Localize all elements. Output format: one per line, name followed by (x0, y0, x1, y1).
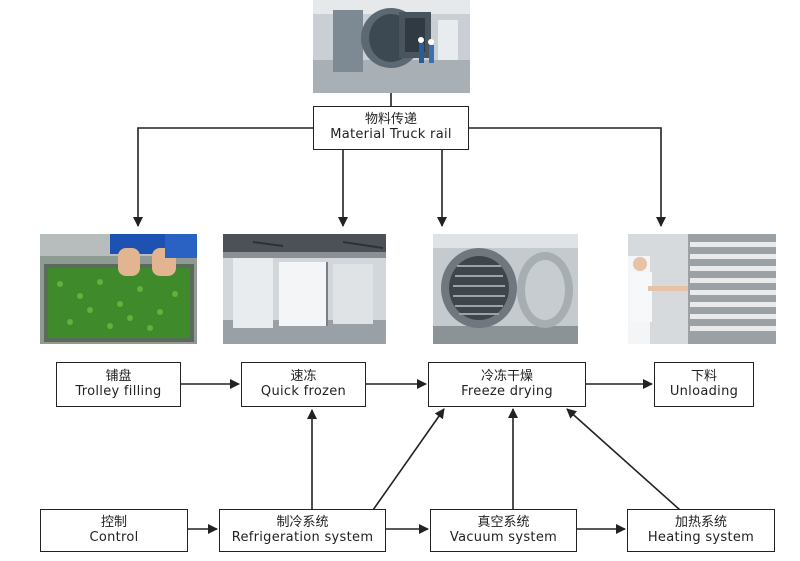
node-quick-frozen: 速冻 Quick frozen (241, 362, 366, 407)
quick-frozen-photo (223, 234, 386, 344)
arrow-refrigeration-to-drying (372, 408, 445, 511)
node-heating-system: 加热系统 Heating system (627, 509, 775, 552)
node-label-zh: 真空系统 (477, 514, 530, 530)
node-label-zh: 加热系统 (674, 514, 727, 530)
node-label-zh: 制冷系统 (276, 514, 329, 530)
node-control: 控制 Control (40, 509, 188, 552)
node-label-en: Trolley filling (75, 383, 162, 399)
freeze-drying-photo (433, 234, 578, 344)
node-trolley-filling: 铺盘 Trolley filling (56, 362, 181, 407)
node-label-en: Control (89, 529, 139, 545)
node-label-en: Freeze drying (461, 383, 553, 399)
node-label-en: Refrigeration system (231, 529, 374, 545)
node-label-zh: 冷冻干燥 (480, 368, 533, 384)
node-label-zh: 速冻 (290, 368, 317, 384)
node-label-en: Unloading (669, 383, 739, 399)
node-label-en: Heating system (647, 529, 755, 545)
node-label-zh: 物料传递 (364, 112, 417, 128)
node-unloading: 下料 Unloading (654, 362, 754, 407)
node-label-zh: 铺盘 (105, 368, 132, 384)
trolley-filling-photo (40, 234, 197, 344)
arrow-rail-to-filling (133, 127, 313, 227)
unloading-photo (628, 234, 776, 344)
node-material-truck-rail: 物料传递 Material Truck rail (313, 106, 469, 150)
node-vacuum-system: 真空系统 Vacuum system (430, 509, 577, 552)
facility-photo (313, 0, 470, 93)
node-label-zh: 下料 (690, 368, 717, 384)
arrow-heating-to-drying (566, 408, 681, 511)
node-label-en: Vacuum system (449, 529, 558, 545)
node-label-en: Quick frozen (260, 383, 347, 399)
node-label-zh: 控制 (100, 514, 127, 530)
node-refrigeration-system: 制冷系统 Refrigeration system (219, 509, 386, 552)
node-label-en: Material Truck rail (330, 127, 452, 142)
arrow-rail-to-unloading (469, 127, 666, 227)
node-freeze-drying: 冷冻干燥 Freeze drying (428, 362, 586, 407)
